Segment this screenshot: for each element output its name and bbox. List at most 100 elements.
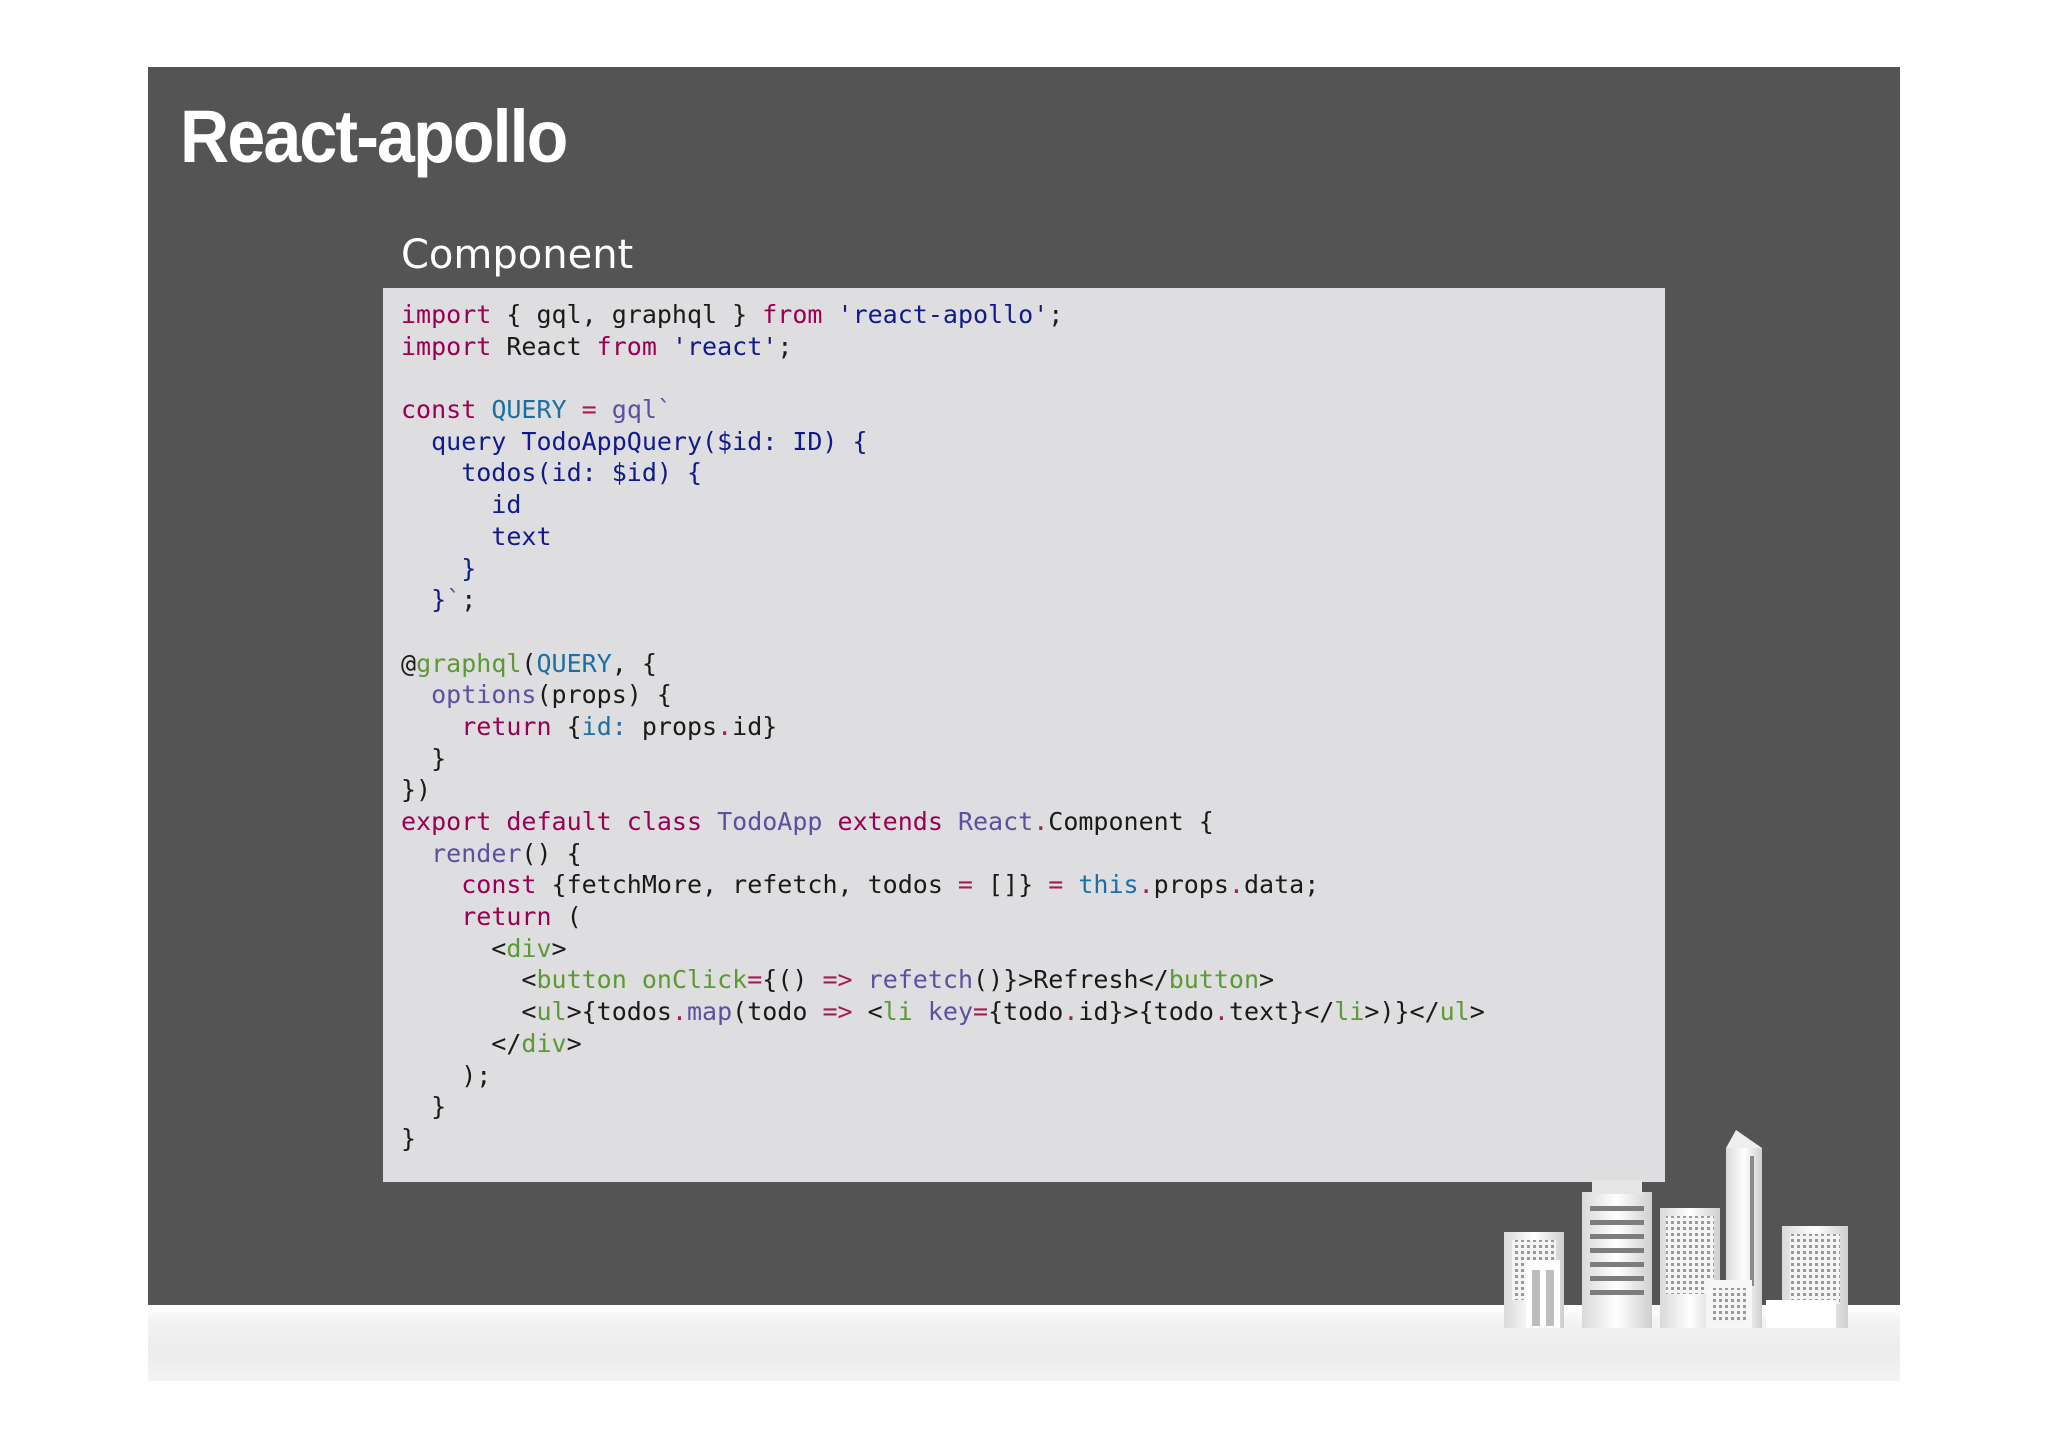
code-token: > <box>566 1028 582 1058</box>
code-token: export default class <box>401 807 703 836</box>
code-token: . <box>1063 997 1079 1027</box>
code-token: } <box>401 553 477 583</box>
code-token: refetch <box>867 965 974 995</box>
code-token: . <box>1213 997 1229 1027</box>
code-token: li <box>1334 997 1365 1027</box>
code-token: } <box>401 743 447 773</box>
code-line: } <box>401 1123 1485 1155</box>
code-line: ); <box>401 1060 1485 1092</box>
code-token: 'react' <box>671 331 778 361</box>
code-token: text <box>401 521 552 551</box>
code-line: </div> <box>401 1028 1485 1060</box>
code-token: . <box>671 997 687 1027</box>
code-token: button <box>1168 965 1259 995</box>
code-token: = <box>1048 870 1064 900</box>
code-token: , { <box>611 648 657 678</box>
code-token: const <box>461 870 537 900</box>
code-line: options(props) { <box>401 679 1485 711</box>
code-token: QUERY <box>536 648 612 678</box>
code-token <box>476 395 491 424</box>
code-token: id} <box>732 711 778 741</box>
code-token: {fetchMore, refetch, todos <box>536 870 958 900</box>
code-token: div <box>506 933 552 963</box>
code-token: todos(id: $id) { <box>401 458 703 488</box>
code-line: import React from 'react'; <box>401 331 1485 363</box>
code-token <box>853 965 868 994</box>
code-token: React <box>957 807 1034 836</box>
city-skyline-icon <box>1504 1130 1848 1328</box>
code-token: . <box>717 711 733 741</box>
code-line: import { gql, graphql } from 'react-apol… <box>401 299 1485 331</box>
code-token: ; <box>461 585 477 615</box>
code-token: Component { <box>1048 807 1214 836</box>
code-token: TodoApp <box>717 807 823 836</box>
code-token: </ <box>401 1028 522 1058</box>
slide-title: React-apollo <box>180 95 568 178</box>
code-token: []} <box>972 870 1049 900</box>
code-token: onClick <box>641 965 748 995</box>
code-line: }`; <box>401 584 1485 616</box>
code-token <box>1063 870 1078 899</box>
code-token: < <box>401 933 507 963</box>
code-token: {() <box>762 965 823 995</box>
code-line: <ul>{todos.map(todo => <li key={todo.id}… <box>401 996 1485 1028</box>
code-token: = <box>747 965 763 995</box>
code-token: { <box>551 711 582 741</box>
code-token: QUERY <box>491 395 567 425</box>
code-token: return <box>461 711 552 741</box>
code-token: < <box>401 965 537 995</box>
code-token <box>822 300 837 329</box>
code-token: query TodoAppQuery($id: ID) { <box>401 426 868 456</box>
code-line <box>401 616 1485 648</box>
code-line: <button onClick={() => refetch()}>Refres… <box>401 964 1485 996</box>
code-token <box>627 965 642 994</box>
code-line: id <box>401 489 1485 521</box>
code-token: ul <box>536 997 567 1027</box>
code-token: props <box>1153 870 1229 900</box>
code-token: render <box>431 838 522 868</box>
code-token: ; <box>1048 300 1064 329</box>
code-token: = <box>973 997 989 1027</box>
code-token: } <box>401 1092 447 1122</box>
code-token: > <box>1469 997 1485 1027</box>
code-token <box>597 395 612 424</box>
code-line: const QUERY = gql` <box>401 394 1485 426</box>
code-line: <div> <box>401 933 1485 965</box>
slide-subtitle: Component <box>401 232 634 278</box>
code-token: >)}</ <box>1364 997 1440 1027</box>
code-line: const {fetchMore, refetch, todos = []} =… <box>401 869 1485 901</box>
code-token: >{todos <box>566 997 672 1027</box>
code-line: todos(id: $id) { <box>401 457 1485 489</box>
code-token <box>913 997 928 1026</box>
code-token: li <box>882 997 913 1027</box>
code-block: import { gql, graphql } from 'react-apol… <box>401 299 1485 1155</box>
code-token <box>822 807 837 836</box>
code-line: } <box>401 1091 1485 1123</box>
code-token <box>401 839 431 868</box>
code-line: }) <box>401 774 1485 806</box>
code-token <box>401 712 461 741</box>
code-line: export default class TodoApp extends Rea… <box>401 806 1485 838</box>
code-token: {todo <box>988 997 1064 1027</box>
code-line: return ( <box>401 901 1485 933</box>
code-token: options <box>431 680 537 710</box>
code-token: @ <box>401 648 417 678</box>
code-token: < <box>401 997 537 1027</box>
code-token: ()}>Refresh</ <box>973 965 1169 995</box>
code-block-background <box>383 288 1665 1182</box>
code-token: ; <box>777 331 793 361</box>
code-token: } <box>401 1123 417 1153</box>
code-line: query TodoAppQuery($id: ID) { <box>401 426 1485 458</box>
code-token: ( <box>551 902 582 932</box>
code-token <box>943 807 958 836</box>
code-line: } <box>401 553 1485 585</box>
code-line: @graphql(QUERY, { <box>401 648 1485 680</box>
code-token: = <box>581 395 597 425</box>
code-token <box>567 395 582 424</box>
code-token: => <box>822 997 853 1027</box>
code-token <box>401 870 461 899</box>
code-token: > <box>551 933 567 963</box>
code-token: graphql <box>416 648 522 678</box>
code-token: div <box>521 1028 567 1058</box>
code-token: map <box>687 997 733 1027</box>
